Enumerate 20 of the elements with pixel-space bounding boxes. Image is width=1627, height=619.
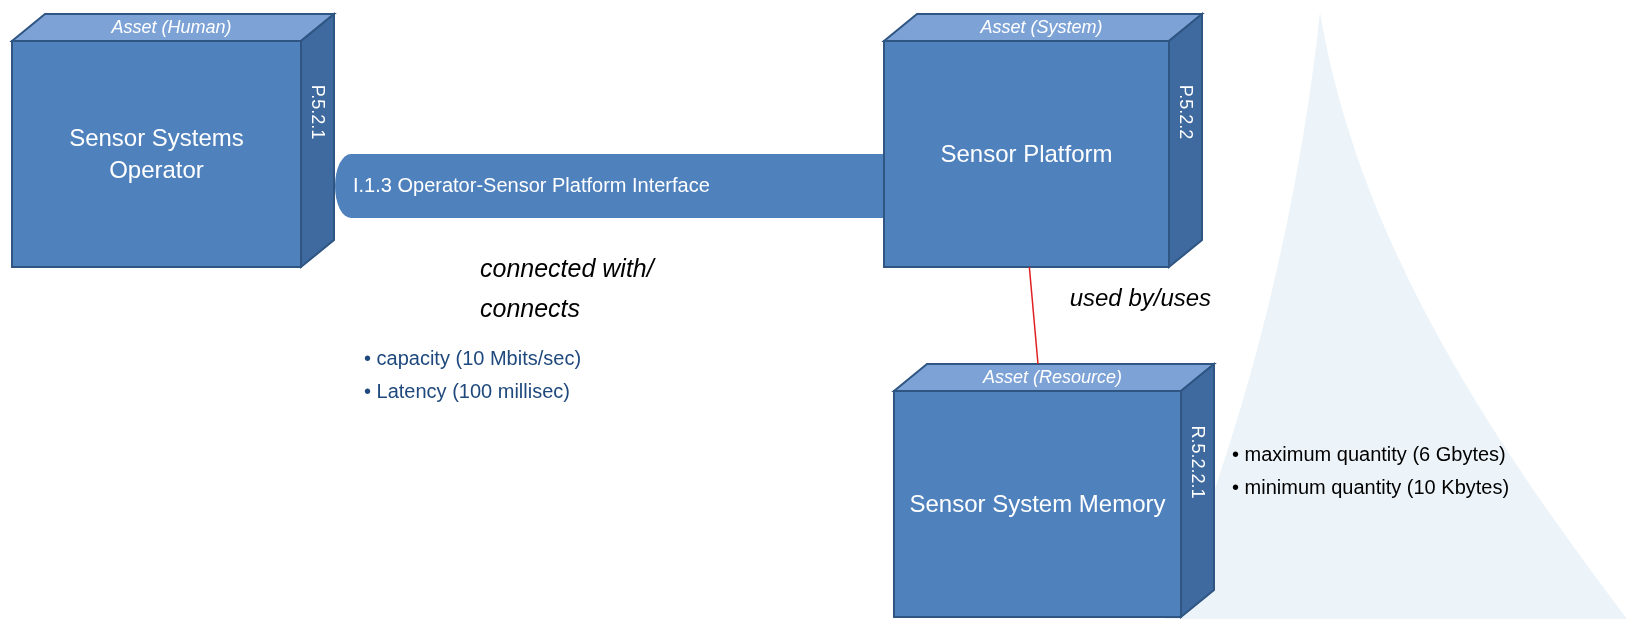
id-label: R.5.2.2.1 (1186, 424, 1209, 501)
asset-type-label: Asset (Human) (110, 16, 233, 39)
interface-label: I.1.3 Operator-Sensor Platform Interface (353, 173, 710, 198)
node-title: Sensor Systems Operator (68, 123, 245, 185)
node-title: Sensor Platform (939, 139, 1114, 169)
cube-node (12, 14, 334, 267)
id-label: P.5.2.2 (1174, 83, 1197, 142)
cube-node (884, 14, 1202, 267)
asset-type-label: Asset (Resource) (981, 366, 1123, 389)
property-item: • maximum quantity (6 Gbytes) (1232, 442, 1507, 467)
property-item: • capacity (10 Mbits/sec) (364, 346, 582, 371)
connector-line (1028, 266, 1039, 365)
asset-type-label: Asset (System) (979, 16, 1104, 39)
id-label: P.5.2.1 (306, 83, 329, 142)
interface-pipe (335, 154, 883, 218)
property-item: • minimum quantity (10 Kbytes) (1232, 475, 1510, 500)
node-title: Sensor System Memory (908, 489, 1167, 519)
cube-node (894, 364, 1214, 617)
property-item: • Latency (100 millisec) (364, 379, 571, 404)
relation-label: connected with/ connects (480, 253, 657, 324)
